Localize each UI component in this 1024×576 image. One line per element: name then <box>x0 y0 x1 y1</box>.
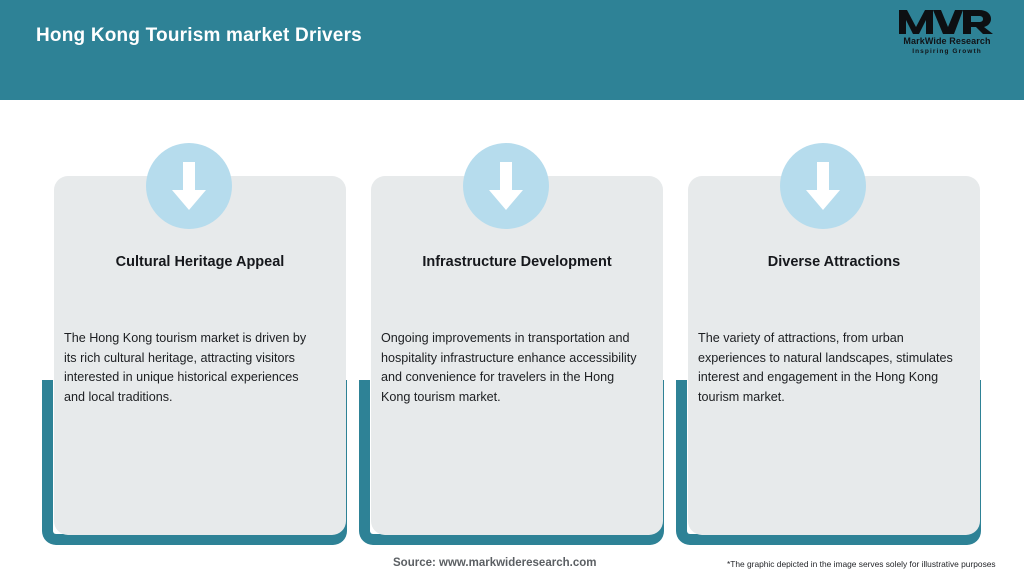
down-arrow-icon <box>780 143 866 229</box>
card-body-text: The variety of attractions, from urban e… <box>698 331 953 404</box>
card-panel <box>54 176 346 535</box>
card-heading: Diverse Attractions <box>767 254 901 270</box>
card-body-text: The Hong Kong tourism market is driven b… <box>64 331 307 404</box>
driver-card-3: Diverse Attractions The variety of attra… <box>676 143 993 545</box>
card-heading: Cultural Heritage Appeal <box>115 254 285 270</box>
source-label: Source: www.markwideresearch.com <box>393 557 597 569</box>
header-bar <box>0 0 1024 100</box>
card-panel <box>371 176 663 535</box>
markwide-research-logo: MarkWide Research Inspiring Growth <box>888 8 1006 64</box>
card-panel <box>688 176 980 535</box>
driver-card-1: Cultural Heritage Appeal The Hong Kong t… <box>42 143 359 545</box>
card-heading: Infrastructure Development <box>422 254 612 270</box>
logo-tagline: Inspiring Growth <box>912 48 982 55</box>
card-body-text: Ongoing improvements in transportation a… <box>381 331 637 404</box>
driver-card-2: Infrastructure Development Ongoing impro… <box>359 143 676 545</box>
down-arrow-icon <box>146 143 232 229</box>
down-arrow-icon <box>463 143 549 229</box>
mwr-monogram-icon <box>888 8 1006 36</box>
logo-name: MarkWide Research <box>903 36 991 46</box>
disclaimer-label: *The graphic depicted in the image serve… <box>727 559 996 569</box>
page-title: Hong Kong Tourism market Drivers <box>36 25 362 46</box>
